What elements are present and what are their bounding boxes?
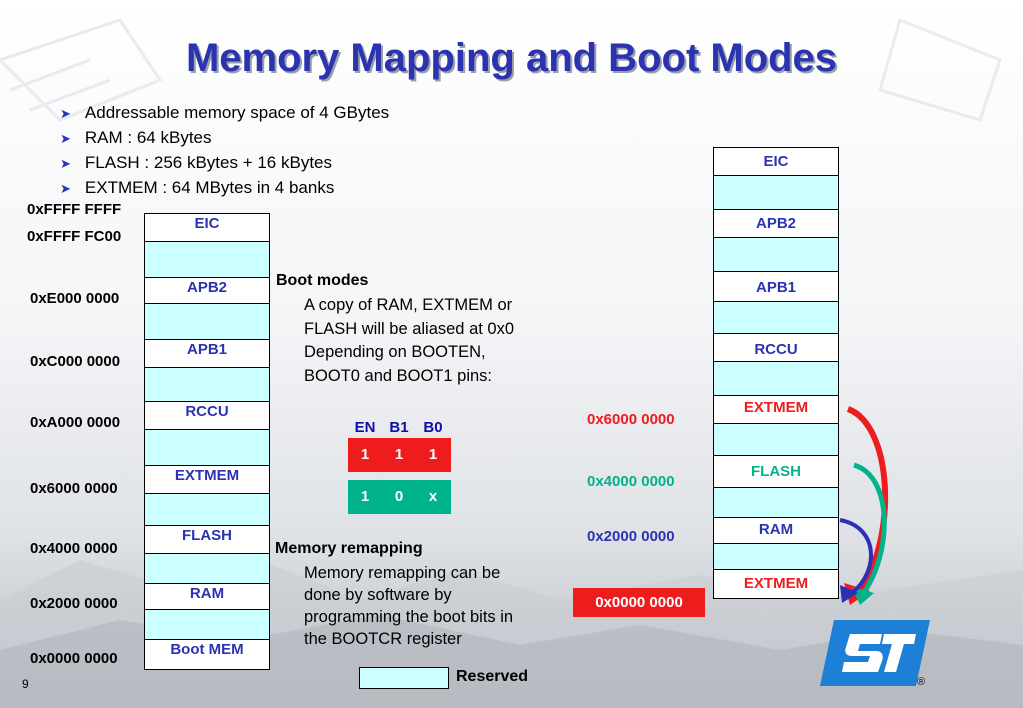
address-label: 0xFFFF FFFF bbox=[27, 201, 122, 218]
header-en: EN bbox=[354, 419, 376, 436]
reserved-block bbox=[145, 368, 269, 402]
block-boot-mem: Boot MEM bbox=[145, 640, 269, 669]
reserved-block bbox=[714, 302, 838, 334]
address-label: 0x6000 0000 bbox=[30, 480, 118, 497]
registered-mark: ® bbox=[917, 676, 926, 688]
block-eic: EIC bbox=[145, 214, 269, 242]
remap-arrows bbox=[839, 406, 889, 605]
page-title: Memory Mapping and Boot Modes bbox=[185, 36, 838, 80]
list-item: ➤RAM : 64 kBytes bbox=[60, 128, 212, 147]
left-memory-map: EIC APB2 APB1 RCCU EXTMEM FLASH RAM Boot… bbox=[144, 213, 270, 670]
block-extmem-alias: EXTMEM bbox=[714, 570, 838, 598]
list-item: ➤FLASH : 256 kBytes + 16 kBytes bbox=[60, 153, 332, 172]
page-number: 9 bbox=[22, 677, 29, 691]
st-logo-icon bbox=[820, 620, 930, 686]
blue-remap-arrow bbox=[839, 518, 874, 595]
reserved-block bbox=[714, 424, 838, 456]
block-flash: FLASH bbox=[714, 456, 838, 488]
reserved-block bbox=[145, 610, 269, 640]
arrow-bullet-icon: ➤ bbox=[60, 131, 71, 146]
reserved-block bbox=[145, 554, 269, 584]
reserved-legend-label: Reserved bbox=[456, 668, 529, 685]
reserved-block bbox=[145, 494, 269, 526]
address-label: 0x4000 0000 bbox=[30, 540, 118, 557]
address-label: 0xA000 0000 bbox=[30, 414, 121, 431]
block-ram: RAM bbox=[714, 518, 838, 544]
arrow-bullet-icon: ➤ bbox=[60, 181, 71, 196]
arrow-bullet-icon: ➤ bbox=[60, 106, 71, 121]
remapping-heading: Memory remapping bbox=[275, 540, 423, 557]
address-label: 0x4000 0000 bbox=[587, 473, 675, 490]
block-extmem: EXTMEM bbox=[714, 396, 838, 424]
address-label: 0xC000 0000 bbox=[30, 353, 121, 370]
remapping-text: Memory remapping can be done by software… bbox=[304, 564, 514, 648]
block-apb2: APB2 bbox=[714, 210, 838, 238]
boot-table-row: 1 0 x bbox=[348, 480, 451, 514]
block-extmem: EXTMEM bbox=[145, 466, 269, 494]
reserved-legend-swatch bbox=[359, 667, 449, 689]
boot-modes-text: A copy of RAM, EXTMEM or FLASH will be a… bbox=[304, 296, 515, 385]
list-item: ➤Addressable memory space of 4 GBytes bbox=[60, 103, 390, 122]
feature-list: ➤Addressable memory space of 4 GBytes ➤R… bbox=[60, 101, 389, 201]
right-memory-map: EIC APB2 APB1 RCCU EXTMEM FLASH RAM EXTM… bbox=[713, 147, 839, 599]
reserved-block bbox=[145, 242, 269, 278]
boot-modes-heading: Boot modes bbox=[276, 272, 369, 289]
arrow-bullet-icon: ➤ bbox=[60, 156, 71, 171]
address-label: 0xE000 0000 bbox=[30, 290, 120, 307]
address-label-highlight: 0x0000 0000 bbox=[573, 588, 705, 617]
block-eic: EIC bbox=[714, 148, 838, 176]
reserved-block bbox=[145, 304, 269, 340]
header-b1: B1 bbox=[389, 419, 409, 436]
green-remap-arrow bbox=[853, 462, 887, 597]
header-b0: B0 bbox=[423, 419, 443, 436]
boot-table-row: 1 1 1 bbox=[348, 438, 451, 472]
reserved-block bbox=[714, 544, 838, 570]
reserved-block bbox=[714, 488, 838, 518]
reserved-block bbox=[714, 238, 838, 272]
block-apb1: APB1 bbox=[714, 272, 838, 302]
block-apb2: APB2 bbox=[145, 278, 269, 304]
list-item: ➤EXTMEM : 64 MBytes in 4 banks bbox=[60, 178, 335, 197]
reserved-block bbox=[714, 176, 838, 210]
block-flash: FLASH bbox=[145, 526, 269, 554]
block-rccu: RCCU bbox=[145, 402, 269, 430]
reserved-block bbox=[145, 430, 269, 466]
address-label: 0x0000 0000 bbox=[30, 650, 118, 667]
green-arrowhead-icon bbox=[852, 587, 874, 605]
address-label: 0x2000 0000 bbox=[587, 528, 675, 545]
block-ram: RAM bbox=[145, 584, 269, 610]
address-label: 0x6000 0000 bbox=[587, 411, 675, 428]
reserved-block bbox=[714, 362, 838, 396]
block-rccu: RCCU bbox=[714, 334, 838, 362]
blue-arrowhead-icon bbox=[840, 585, 858, 603]
block-apb1: APB1 bbox=[145, 340, 269, 368]
address-label: 0x2000 0000 bbox=[30, 595, 118, 612]
red-remap-arrow bbox=[846, 406, 889, 593]
address-label: 0xFFFF FC00 bbox=[27, 228, 122, 245]
